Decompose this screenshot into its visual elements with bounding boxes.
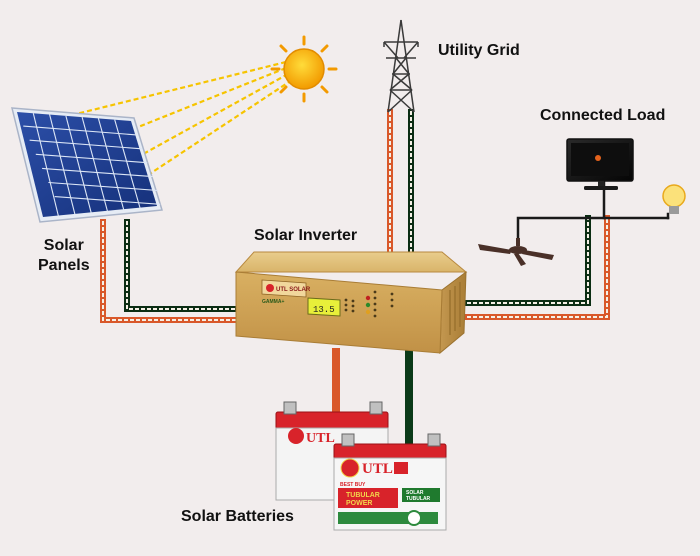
load-positive-wire	[459, 215, 610, 320]
solar-battery-front-icon: UTL BEST BUY TUBULAR POWER SOLAR TUBULAR	[333, 433, 447, 531]
connected-load-label: Connected Load	[540, 107, 666, 124]
ceiling-fan-icon	[478, 238, 554, 266]
inverter-brand: UTL SOLAR	[276, 287, 311, 293]
solar-batteries-label: Solar Batteries	[181, 508, 294, 525]
light-bulb-icon	[662, 184, 686, 214]
solar-panels-label: Solar Panels	[38, 236, 90, 276]
battery-series-line3: POWER	[346, 500, 372, 507]
panel-positive-wire	[100, 219, 243, 323]
inverter-model: GAMMA+	[262, 299, 284, 305]
solar-panel-icon	[11, 107, 163, 223]
utility-grid-label: Utility Grid	[438, 42, 520, 59]
battery-type-line1: SOLAR	[406, 490, 424, 496]
solar-inverter-icon: UTL SOLAR GAMMA+ 13.5	[234, 251, 468, 355]
solar-panels-label-line1: Solar	[43, 237, 84, 254]
battery-series-line1: BEST BUY	[340, 482, 366, 488]
monitor-icon	[566, 138, 634, 190]
load-negative-wire	[459, 215, 591, 306]
panel-negative-wire	[124, 219, 243, 312]
battery-brand-front: UTL	[362, 461, 393, 477]
inverter-display-reading: 13.5	[313, 305, 335, 315]
wiring	[100, 109, 670, 448]
solar-inverter-label: Solar Inverter	[254, 227, 358, 244]
solar-panels-label-line2: Panels	[38, 257, 90, 274]
battery-series-line2: TUBULAR	[346, 492, 380, 499]
battery-brand-back: UTL	[306, 431, 335, 446]
transmission-tower-icon	[383, 19, 419, 113]
battery-type-line2: TUBULAR	[406, 496, 431, 502]
